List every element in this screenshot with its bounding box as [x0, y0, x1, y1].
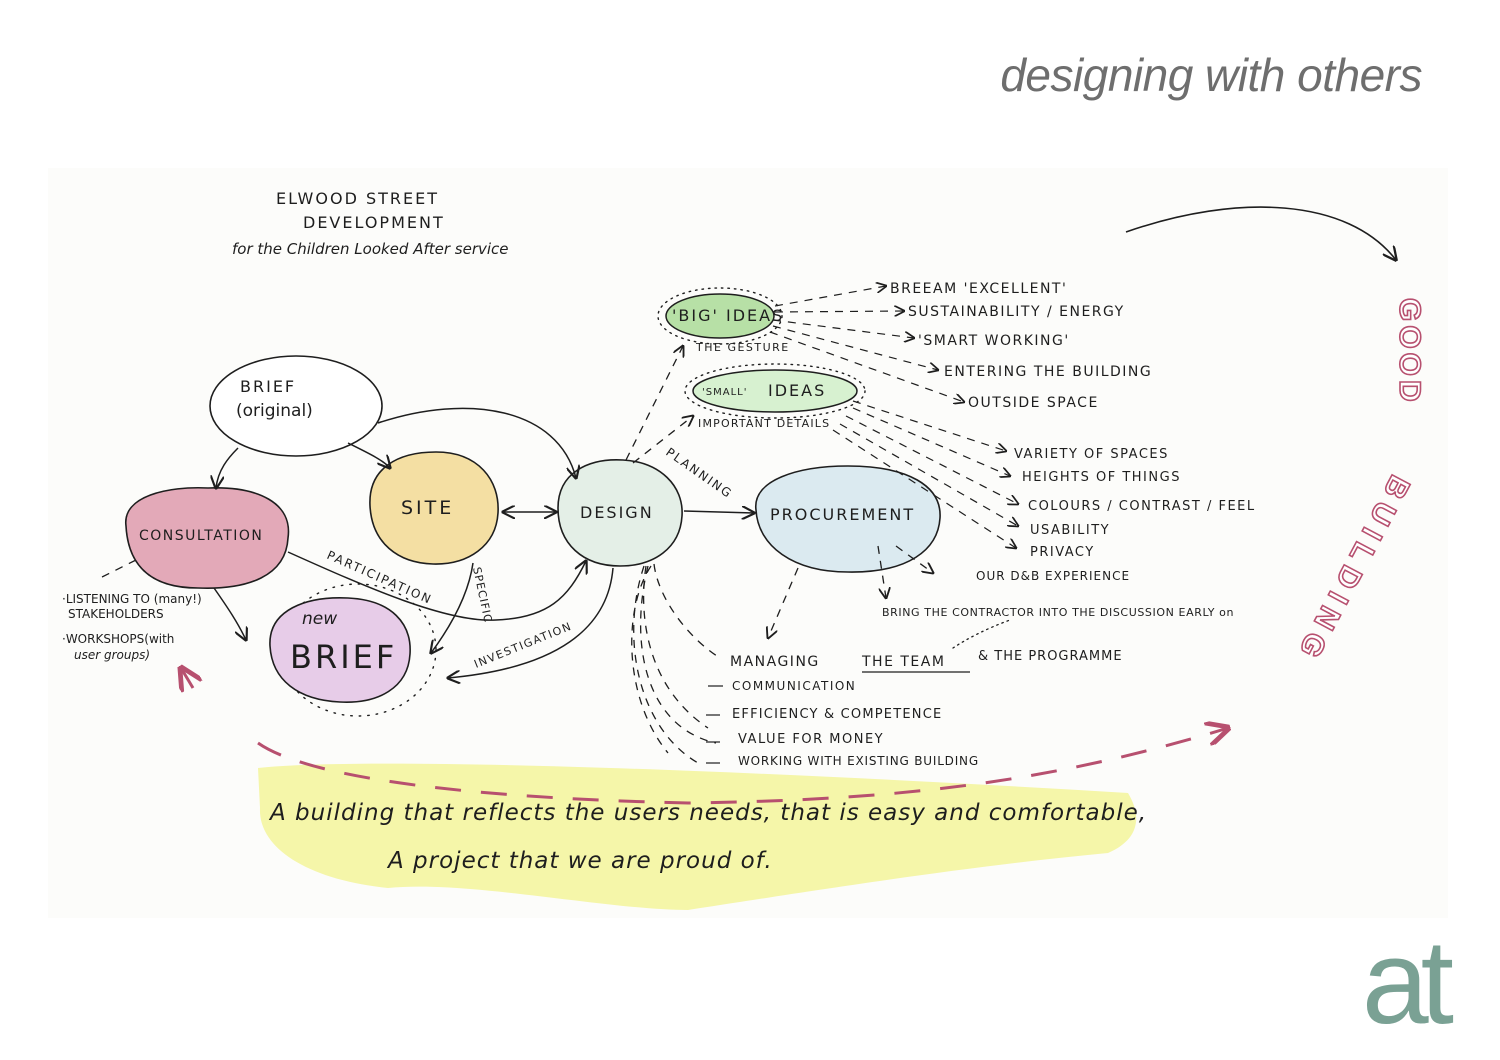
svg-text:GOOD: GOOD — [1393, 298, 1426, 406]
outcome-line2: A project that we are proud of. — [386, 848, 773, 874]
node-site: SITE — [369, 451, 499, 565]
sketch-canvas: ELWOOD STREET DEVELOPMENT for the Childr… — [62, 189, 1427, 910]
label-investigation: INVESTIGATION — [472, 620, 574, 671]
procurement-contractor: BRING THE CONTRACTOR INTO THE DISCUSSION… — [882, 606, 1234, 619]
svg-text:EFFICIENCY & COMPETENCE: EFFICIENCY & COMPETENCE — [732, 707, 942, 722]
svg-text:ENTERING THE BUILDING: ENTERING THE BUILDING — [944, 364, 1152, 380]
svg-text:'BIG' IDEAS: 'BIG' IDEAS — [672, 306, 784, 325]
svg-text:IMPORTANT DETAILS: IMPORTANT DETAILS — [698, 417, 830, 430]
idea-fan-lines — [769, 286, 1018, 548]
node-design: DESIGN — [557, 459, 683, 567]
svg-text:COLOURS / CONTRAST / FEEL: COLOURS / CONTRAST / FEEL — [1028, 499, 1256, 514]
feedback-arrow-left — [181, 668, 193, 688]
svg-text:HEIGHTS OF THINGS: HEIGHTS OF THINGS — [1022, 470, 1181, 485]
svg-text:THE GESTURE: THE GESTURE — [695, 341, 790, 354]
team-items: MANAGING THE TEAM & THE PROGRAMME COMMUN… — [706, 649, 1123, 768]
small-idea-items: VARIETY OF SPACES HEIGHTS OF THINGS COLO… — [1014, 447, 1256, 560]
svg-text:CONSULTATION: CONSULTATION — [139, 528, 263, 544]
feedback-arc — [257, 728, 1228, 805]
svg-text:new: new — [302, 609, 337, 629]
svg-text:& THE PROGRAMME: & THE PROGRAMME — [978, 649, 1123, 664]
svg-text:BREEAM 'EXCELLENT': BREEAM 'EXCELLENT' — [890, 281, 1067, 297]
concept-sketch: ELWOOD STREET DEVELOPMENT for the Childr… — [48, 168, 1448, 918]
procurement-experience: OUR D&B EXPERIENCE — [976, 569, 1130, 583]
project-title-line3: for the Children Looked After service — [232, 240, 509, 258]
label-specific: SPECIFIC — [470, 566, 495, 624]
svg-text:STAKEHOLDERS: STAKEHOLDERS — [68, 607, 164, 621]
outcome-line1: A building that reflects the users needs… — [268, 800, 1147, 826]
team-contractor-link — [952, 619, 1011, 649]
svg-text:WORKING WITH EXISTING BUILDING: WORKING WITH EXISTING BUILDING — [738, 754, 979, 768]
node-procurement: PROCUREMENT — [755, 465, 941, 573]
svg-text:SITE: SITE — [401, 497, 454, 519]
good-building-label: GOOD BUILDING — [1288, 297, 1427, 670]
svg-text:MANAGING: MANAGING — [730, 654, 820, 670]
solid-connectors — [214, 407, 754, 678]
svg-text:·LISTENING TO (many!): ·LISTENING TO (many!) — [62, 592, 202, 606]
svg-text:PRIVACY: PRIVACY — [1030, 545, 1095, 560]
svg-text:VALUE FOR MONEY: VALUE FOR MONEY — [738, 732, 884, 747]
svg-text:(original): (original) — [236, 401, 313, 421]
svg-text:·WORKSHOPS(with: ·WORKSHOPS(with — [62, 632, 174, 646]
slide-title: designing with others — [1000, 49, 1422, 101]
svg-text:SUSTAINABILITY / ENERGY: SUSTAINABILITY / ENERGY — [908, 304, 1125, 320]
svg-text:COMMUNICATION: COMMUNICATION — [732, 679, 856, 693]
node-new-brief: new BRIEF — [269, 583, 437, 717]
big-idea-items: BREEAM 'EXCELLENT' SUSTAINABILITY / ENER… — [890, 281, 1152, 411]
svg-text:'SMART WORKING': 'SMART WORKING' — [918, 333, 1070, 349]
svg-text:OUTSIDE SPACE: OUTSIDE SPACE — [968, 395, 1099, 411]
svg-text:BRIEF: BRIEF — [240, 377, 296, 396]
node-small-ideas: 'SMALL' IDEAS IMPORTANT DETAILS — [684, 363, 866, 430]
logo: at — [1362, 922, 1454, 1042]
svg-text:BUILDING: BUILDING — [1289, 470, 1416, 670]
consultation-notes: ·LISTENING TO (many!) STAKEHOLDERS ·WORK… — [62, 592, 202, 662]
project-title-line1: ELWOOD STREET — [276, 189, 439, 208]
svg-text:user groups): user groups) — [74, 648, 150, 662]
node-consultation: CONSULTATION — [125, 486, 290, 589]
svg-text:USABILITY: USABILITY — [1030, 523, 1110, 538]
svg-text:DESIGN: DESIGN — [580, 503, 654, 522]
node-big-ideas: 'BIG' IDEAS THE GESTURE — [657, 287, 790, 354]
svg-text:PROCUREMENT: PROCUREMENT — [770, 505, 915, 524]
svg-text:IDEAS: IDEAS — [768, 381, 826, 400]
svg-text:VARIETY OF SPACES: VARIETY OF SPACES — [1014, 447, 1169, 462]
svg-text:THE TEAM: THE TEAM — [861, 654, 945, 670]
node-brief-original: BRIEF (original) — [209, 355, 383, 457]
svg-text:BRIEF: BRIEF — [290, 638, 397, 676]
project-title-line2: DEVELOPMENT — [303, 213, 445, 232]
svg-text:'SMALL': 'SMALL' — [702, 387, 747, 398]
outcome-highlight — [258, 763, 1137, 910]
dashed-connectors — [95, 346, 933, 764]
logo-text: at — [1361, 915, 1454, 1049]
good-building-arrow — [1125, 206, 1396, 260]
